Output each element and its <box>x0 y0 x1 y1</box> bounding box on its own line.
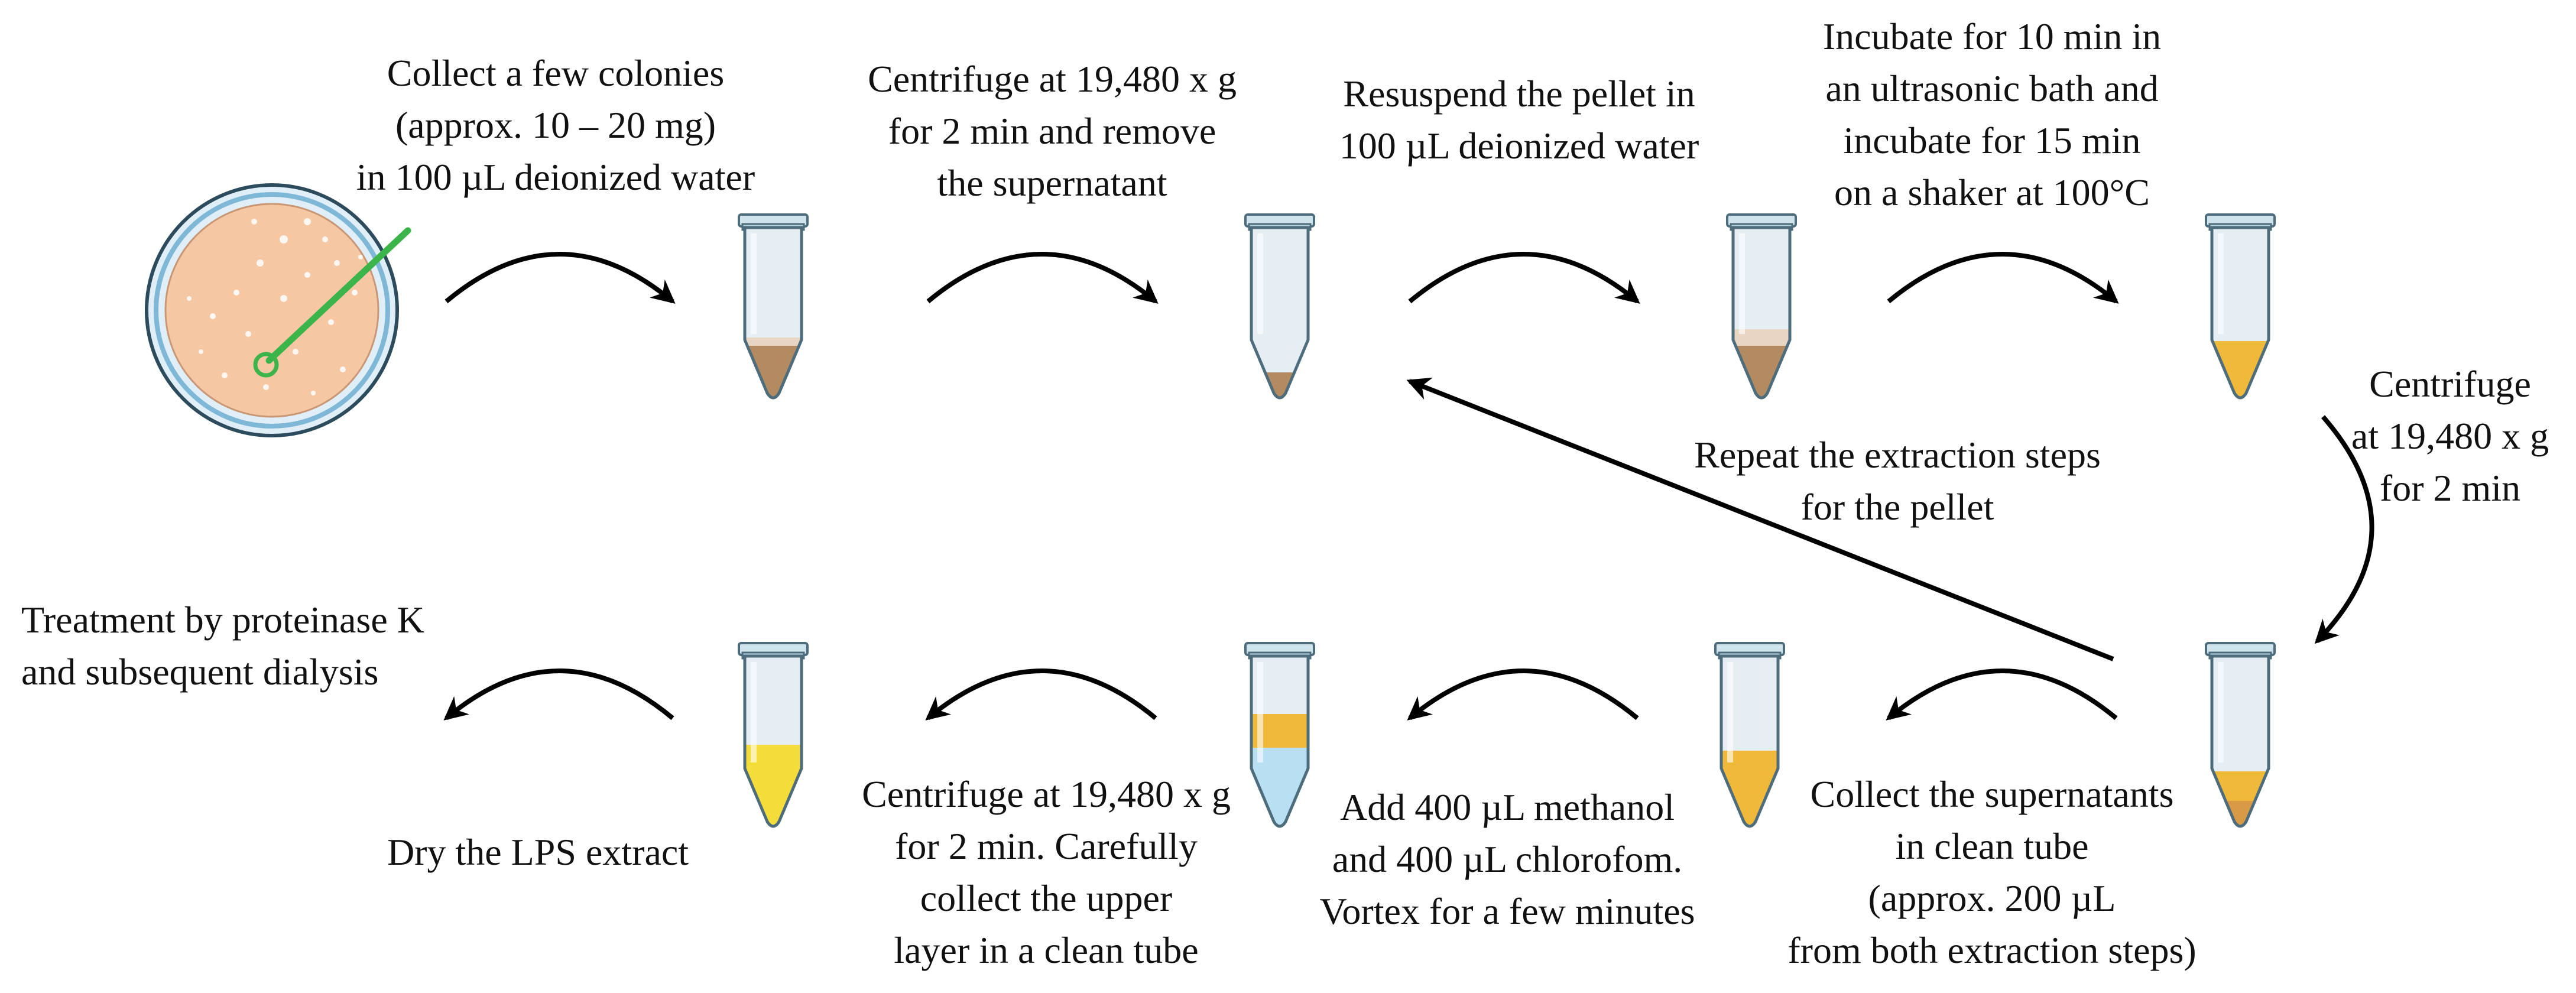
arrow-curved-down-icon <box>2314 415 2374 644</box>
step-centrifuge-2-line: for 2 min <box>2379 467 2521 509</box>
tube-incubated-icon <box>2205 213 2276 400</box>
arrow-curved-icon <box>1407 669 1639 721</box>
step-repeat-label: Repeat the extraction steps for the pell… <box>1631 429 2163 533</box>
step-incubate-line: on a shaker at 100°C <box>1834 171 2150 213</box>
step-centrifuge-remove-line: Centrifuge at 19,480 x g <box>868 58 1237 100</box>
step-centrifuge-upper-line: Centrifuge at 19,480 x g <box>862 773 1231 815</box>
step-treatment-line: Treatment by proteinase K <box>21 599 424 641</box>
step-collect-supernatants-line: in clean tube <box>1895 825 2089 867</box>
step-collect-supernatants-line: Collect the supernatants <box>1810 773 2174 815</box>
arrow-repeat-icon <box>1406 377 2114 661</box>
step-add-methanol-line: and 400 µL chlorofom. <box>1332 838 1683 880</box>
petri-dish-icon <box>145 183 411 437</box>
step-incubate-line: incubate for 15 min <box>1843 119 2141 161</box>
tube-upper-layer-icon <box>738 642 809 828</box>
arrow-curved-icon <box>925 669 1157 721</box>
tube-pellet-icon <box>1244 213 1315 400</box>
step-collect-line: in 100 µL deionized water <box>356 156 755 198</box>
step-centrifuge-upper-line: collect the upper <box>920 877 1173 919</box>
step-centrifuge-2-line: Centrifuge <box>2369 363 2531 405</box>
step-centrifuge-2-label: Centrifuge at 19,480 x g for 2 min <box>2329 358 2571 514</box>
step-centrifuge-remove-label: Centrifuge at 19,480 x g for 2 min and r… <box>810 53 1295 209</box>
arrow-curved-icon <box>1887 252 2119 304</box>
step-centrifuge-upper-label: Centrifuge at 19,480 x g for 2 min. Care… <box>816 768 1277 976</box>
step-resuspend-line: 100 µL deionized water <box>1339 125 1699 167</box>
step-add-methanol-line: Add 400 µL methanol <box>1340 786 1675 828</box>
step-repeat-line: Repeat the extraction steps <box>1694 434 2101 476</box>
step-collect-supernatants-label: Collect the supernatants in clean tube (… <box>1738 768 2246 976</box>
step-collect-label: Collect a few colonies (approx. 10 – 20 … <box>319 47 792 203</box>
tube-resuspended-icon <box>1726 213 1797 400</box>
step-repeat-line: for the pellet <box>1800 486 1994 528</box>
arrow-curved-icon <box>1886 669 2118 721</box>
step-incubate-label: Incubate for 10 min in an ultrasonic bat… <box>1761 11 2223 219</box>
step-centrifuge-2-line: at 19,480 x g <box>2351 415 2549 457</box>
step-centrifuge-upper-line: layer in a clean tube <box>894 929 1199 971</box>
step-collect-line: (approx. 10 – 20 mg) <box>395 104 716 146</box>
arrow-group <box>443 252 2374 721</box>
arrow-curved-icon <box>445 252 676 304</box>
arrow-curved-icon <box>926 252 1159 304</box>
step-collect-line: Collect a few colonies <box>387 52 725 94</box>
step-collect-supernatants-line: from both extraction steps) <box>1787 929 2197 971</box>
arrow-curved-icon <box>443 669 674 721</box>
step-resuspend-line: Resuspend the pellet in <box>1343 73 1695 115</box>
step-resuspend-label: Resuspend the pellet in 100 µL deionized… <box>1289 68 1750 172</box>
step-treatment-label: Treatment by proteinase K and subsequent… <box>21 594 506 698</box>
step-treatment-line: and subsequent dialysis <box>21 651 379 693</box>
step-add-methanol-line: Vortex for a few minutes <box>1319 890 1695 932</box>
step-incubate-line: Incubate for 10 min in <box>1822 15 2162 57</box>
step-incubate-line: an ultrasonic bath and <box>1825 67 2159 109</box>
step-dry-label: Dry the LPS extract <box>331 826 745 878</box>
step-collect-supernatants-line: (approx. 200 µL <box>1868 877 2116 919</box>
arrow-curved-icon <box>1408 252 1640 304</box>
step-centrifuge-remove-line: the supernatant <box>937 162 1167 204</box>
step-add-methanol-label: Add 400 µL methanol and 400 µL chlorofom… <box>1283 781 1732 937</box>
tube-colonies-icon <box>738 213 809 400</box>
step-dry-line: Dry the LPS extract <box>387 831 689 873</box>
step-centrifuge-upper-line: for 2 min. Carefully <box>895 825 1198 867</box>
step-centrifuge-remove-line: for 2 min and remove <box>888 110 1216 152</box>
